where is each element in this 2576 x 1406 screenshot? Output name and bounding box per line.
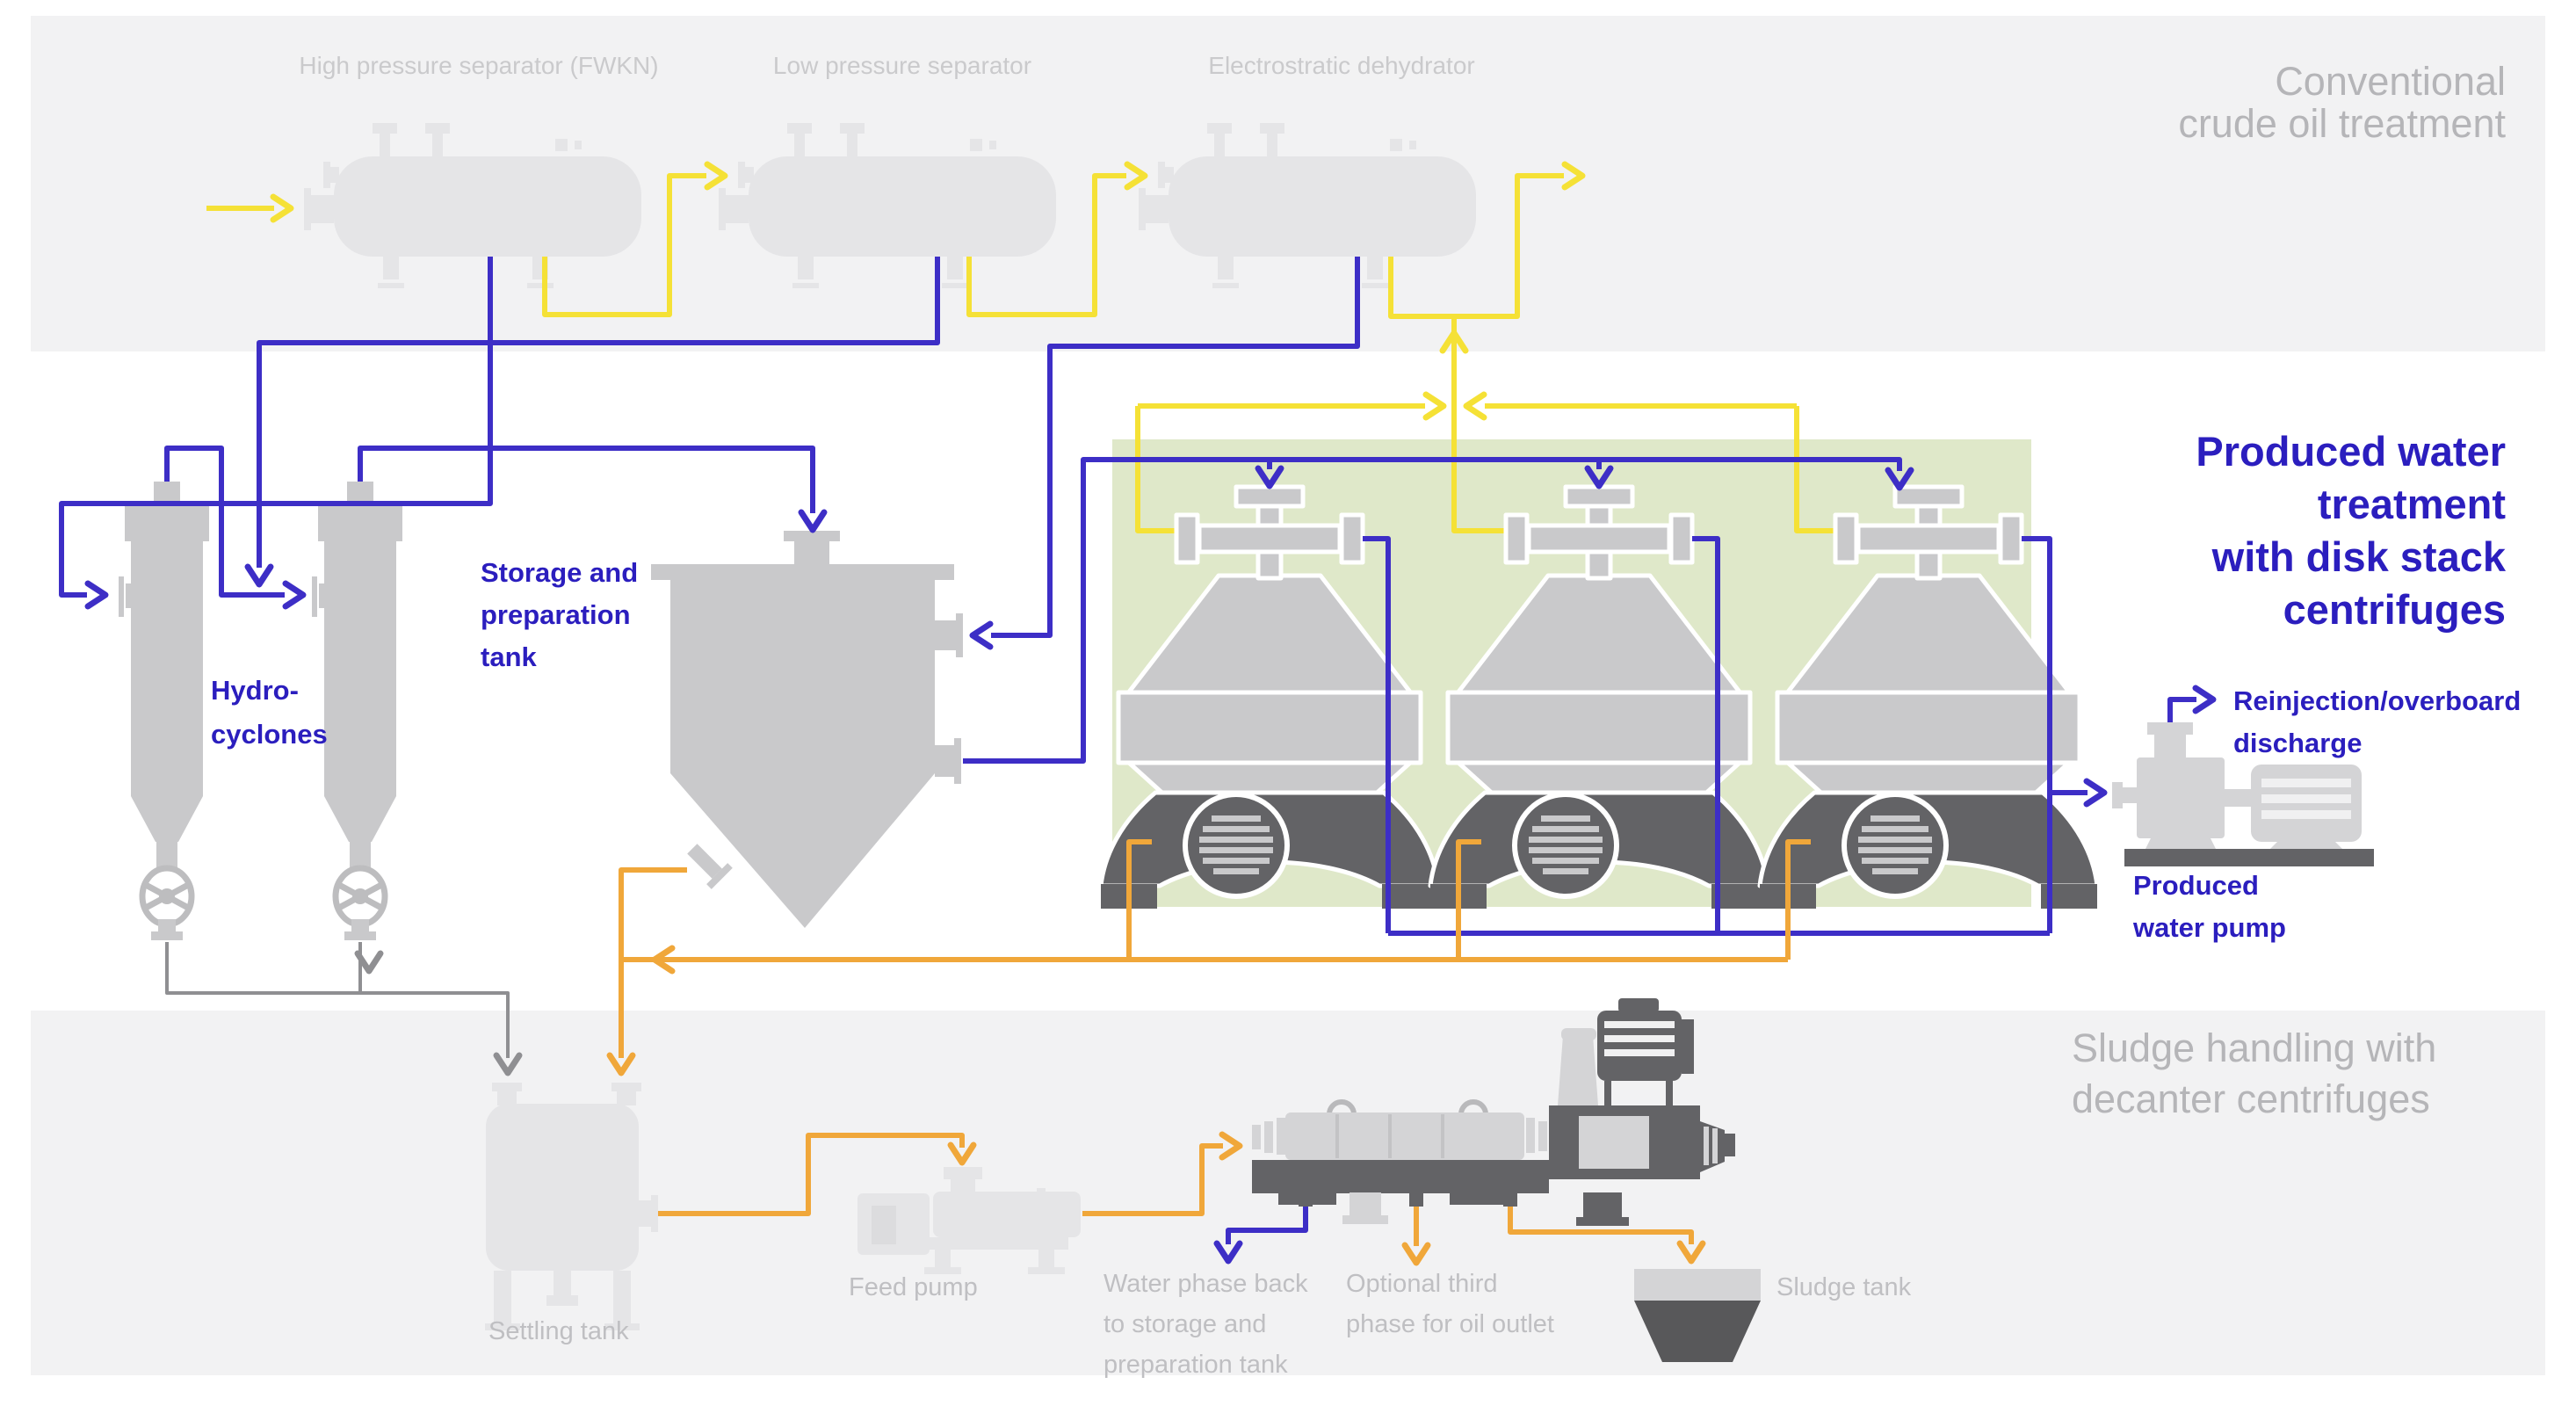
- svg-text:Sludge handling with: Sludge handling with: [2072, 1026, 2436, 1070]
- decanter-bowl: [1285, 1112, 1524, 1160]
- sludge-drop-centrifuge-2: [1456, 839, 1481, 960]
- svg-text:Conventional: Conventional: [2275, 59, 2506, 104]
- waste-lines: [165, 942, 510, 1058]
- produced-water-pump-label: Produced water pump: [2132, 870, 2286, 943]
- water-lines: [59, 257, 2196, 1244]
- water-phase-return-label: Water phase back to storage and preparat…: [1103, 1270, 1308, 1379]
- settling-tank-label: Settling tank: [488, 1317, 629, 1345]
- sludge-tank-label: Sludge tank: [1776, 1273, 1912, 1301]
- svg-text:discharge: discharge: [2233, 728, 2362, 758]
- arrow-lp-merge: [248, 567, 271, 584]
- water-line-decanter-return: [1226, 1206, 1308, 1244]
- water-line-lp-merge: [257, 257, 940, 568]
- svg-text:Water phase back: Water phase back: [1103, 1270, 1308, 1298]
- waste-line-hc1-to-settling: [165, 942, 510, 1058]
- storage-tank-label: Storage and preparation tank: [481, 557, 638, 672]
- arrow-oil-header-right: [1426, 395, 1444, 417]
- hydrocyclones-label: Hydro- cyclones: [211, 675, 328, 750]
- water-line-dehydrator-to-tank: [991, 257, 1360, 638]
- svg-text:to storage and: to storage and: [1103, 1310, 1266, 1338]
- sludge-drop-centrifuge-3: [1785, 839, 1811, 960]
- oil-branch-centrifuge-1: [1135, 406, 1175, 533]
- arrow-oil-header-left: [1466, 395, 1484, 417]
- svg-text:crude oil treatment: crude oil treatment: [2178, 101, 2506, 146]
- optional-third-phase-label: Optional third phase for oil outlet: [1346, 1270, 1554, 1338]
- sludge-line-feedpump-to-decanter: [1082, 1143, 1223, 1216]
- arrow-into-hc1: [88, 583, 105, 606]
- hydrocyclone-2: [312, 482, 402, 940]
- reinjection-label: Reinjection/overboard discharge: [2233, 685, 2521, 758]
- sludge-tank: [1634, 1269, 1761, 1362]
- svg-text:water pump: water pump: [2132, 912, 2286, 943]
- water-out-centrifuge-2: [1692, 536, 1720, 933]
- decanter-centrifuge: [1252, 998, 1735, 1226]
- produced-water-title: Produced water treatment with disk stack…: [2196, 428, 2506, 633]
- svg-text:tank: tank: [481, 641, 538, 672]
- lp-separator-label: Low pressure separator: [773, 52, 1031, 79]
- hydrocyclone-1: [119, 482, 209, 940]
- svg-text:decanter centrifuges: decanter centrifuges: [2072, 1076, 2430, 1121]
- svg-text:Produced: Produced: [2133, 870, 2259, 901]
- water-feed-header: [963, 457, 1902, 764]
- oil-line-hp-to-lp: [542, 173, 706, 317]
- feed-pump-label: Feed pump: [849, 1273, 978, 1301]
- arrow-reinjection: [2196, 688, 2213, 711]
- svg-text:preparation: preparation: [481, 599, 631, 630]
- svg-text:Reinjection/overboard: Reinjection/overboard: [2233, 685, 2521, 716]
- water-out-centrifuge-3: [2022, 536, 2052, 933]
- water-line-hc1-to-hc2: [164, 446, 285, 598]
- sludge-lines: [619, 839, 1811, 1246]
- sludge-drop-centrifuge-1: [1126, 839, 1152, 960]
- settling-tank: [485, 1083, 658, 1330]
- decanter-base: [1252, 1160, 1549, 1193]
- sludge-line-tank-drain: [619, 867, 687, 1058]
- water-line-pump-discharge: [2167, 697, 2196, 722]
- arrow-into-tank-top: [801, 512, 824, 530]
- oil-line-dehydrator-export: [1388, 173, 1564, 319]
- svg-text:centrifuges: centrifuges: [2283, 586, 2506, 633]
- svg-text:cyclones: cyclones: [211, 719, 328, 750]
- arrow-into-pump: [2087, 781, 2104, 804]
- sludge-line-to-sludge-tank: [1508, 1206, 1694, 1244]
- water-line-hc2-to-tank: [358, 446, 815, 513]
- svg-text:phase for oil outlet: phase for oil outlet: [1346, 1310, 1554, 1338]
- oil-branch-centrifuge-2: [1451, 406, 1504, 533]
- conventional-title: Conventional crude oil treatment: [2178, 59, 2506, 146]
- pump-base: [2124, 849, 2374, 866]
- hp-separator-label: High pressure separator (FWKN): [299, 52, 658, 79]
- produced-water-pump: [2112, 722, 2374, 866]
- svg-text:treatment: treatment: [2318, 481, 2507, 527]
- sludge-handling-title: Sludge handling with decanter centrifuge…: [2072, 1026, 2436, 1121]
- svg-text:with disk stack: with disk stack: [2211, 533, 2507, 580]
- decanter-pylon: [1558, 1035, 1598, 1105]
- dehydrator-label: Electrostratic dehydrator: [1208, 52, 1474, 79]
- svg-text:Optional third: Optional third: [1346, 1270, 1498, 1298]
- oil-line-lp-to-dehydrator: [966, 173, 1126, 317]
- feed-pump: [857, 1167, 1081, 1274]
- svg-text:Produced water: Produced water: [2196, 428, 2506, 475]
- arrow-into-tank-side: [973, 624, 990, 647]
- svg-text:Hydro-: Hydro-: [211, 675, 299, 706]
- water-line-hp-to-hc1: [59, 257, 493, 598]
- oil-branch-centrifuge-3: [1794, 406, 1834, 533]
- svg-text:preparation tank: preparation tank: [1103, 1351, 1288, 1379]
- storage-preparation-tank: [651, 531, 963, 928]
- water-out-centrifuge-1: [1363, 536, 1391, 933]
- arrow-into-hc2: [286, 583, 303, 606]
- sludge-line-settling-to-feedpump: [658, 1133, 965, 1216]
- svg-text:Storage and: Storage and: [481, 557, 638, 588]
- oil-lines: [206, 173, 1834, 533]
